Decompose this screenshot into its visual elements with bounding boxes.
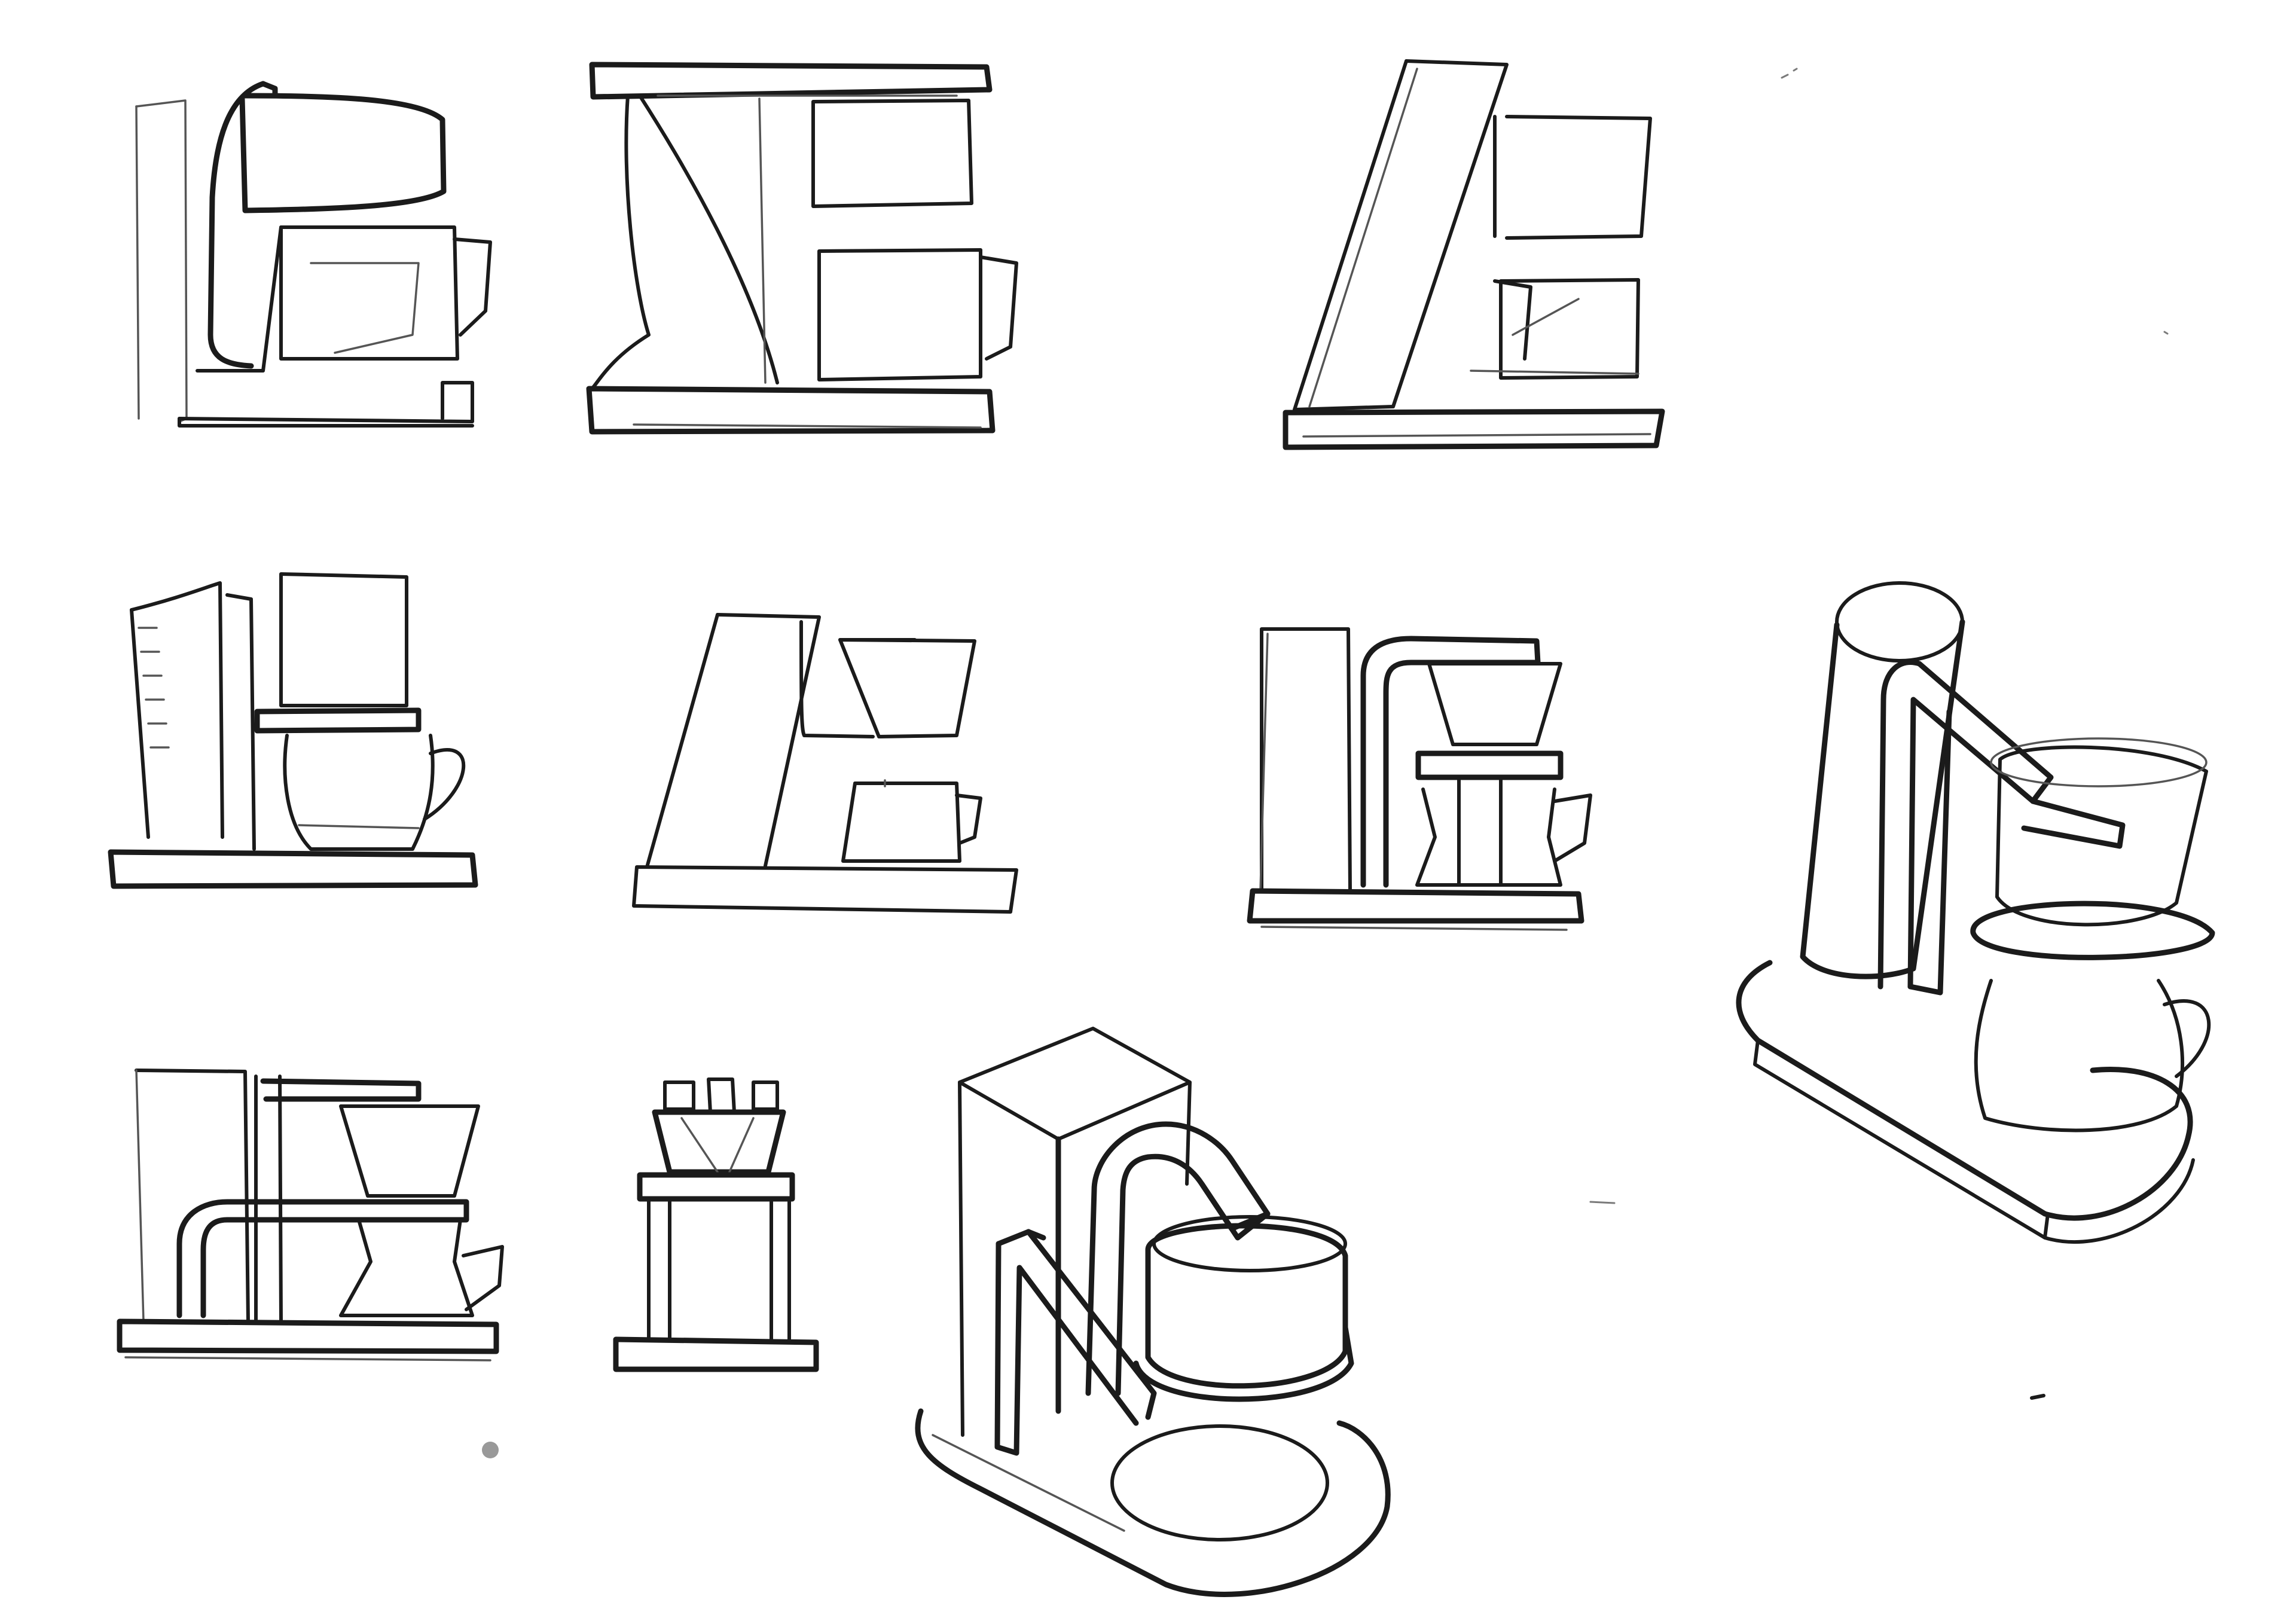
sketch-coffee-maker-7 (1736, 581, 2215, 1244)
sketch-coffee-maker-5 (632, 613, 1018, 914)
sketch-coffee-maker-3 (1283, 59, 1665, 450)
sketch-coffee-maker-1 (135, 81, 492, 428)
sketch-coffee-maker-2 (586, 62, 1018, 435)
sketch-coffee-maker-9 (613, 1077, 819, 1372)
sketch-coffee-maker-6 (1247, 627, 1592, 931)
sketch-coffee-maker-10 (915, 1027, 1391, 1597)
stray-marks (482, 68, 2169, 1458)
sketch-coffee-maker-8 (117, 1069, 504, 1362)
sketch-coffee-maker-4 (108, 572, 478, 889)
